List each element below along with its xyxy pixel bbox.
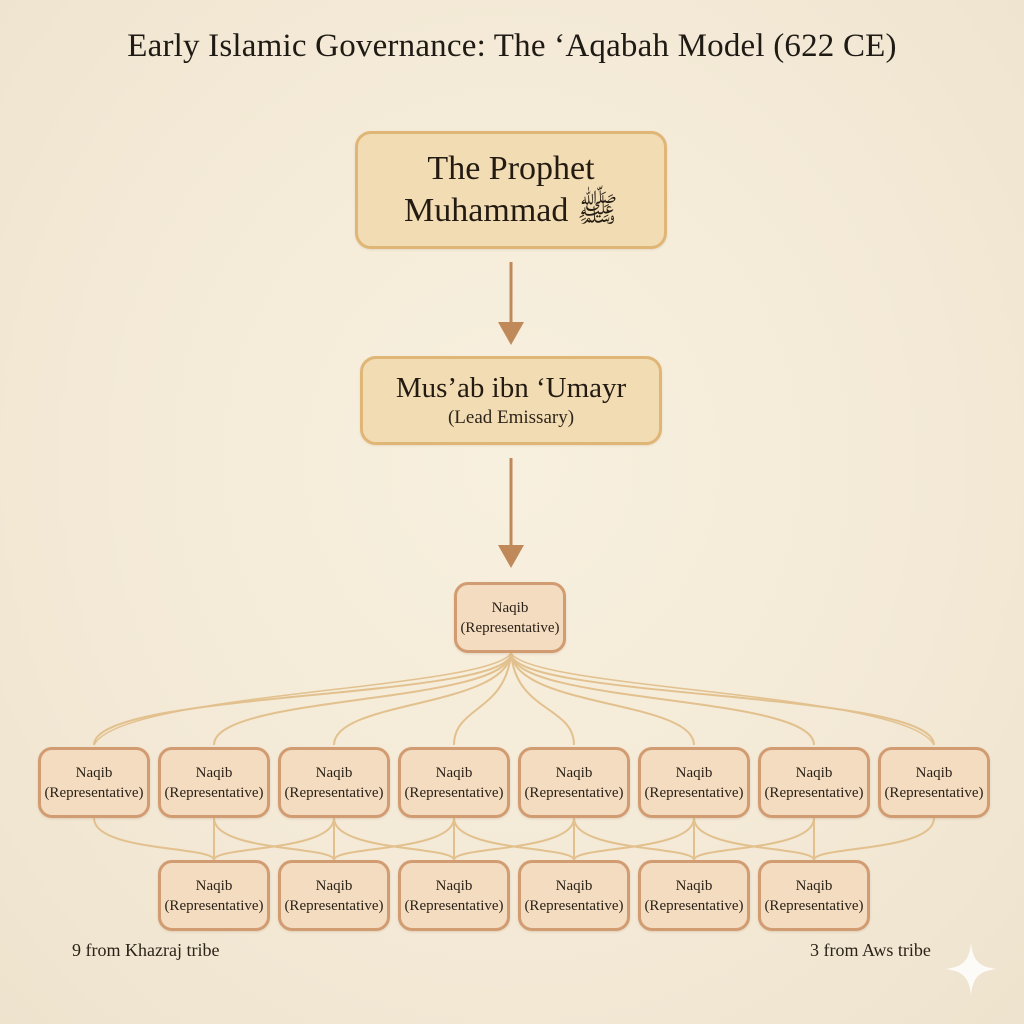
- naqib-role: (Representative): [460, 619, 560, 636]
- naqib-box: Naqib (Representative): [518, 860, 630, 931]
- naqib-role: (Representative): [44, 784, 144, 801]
- naqib-label: Naqib: [675, 764, 713, 781]
- naqib-role: (Representative): [644, 897, 744, 914]
- naqib-role: (Representative): [404, 784, 504, 801]
- naqib-label: Naqib: [915, 764, 953, 781]
- naqib-role: (Representative): [524, 897, 624, 914]
- naqib-label: Naqib: [491, 599, 529, 616]
- sparkle-icon: [945, 943, 997, 995]
- naqib-role: (Representative): [284, 784, 384, 801]
- emissary-box: Mus’ab ibn ‘Umayr (Lead Emissary): [360, 356, 662, 445]
- naqib-label: Naqib: [795, 877, 833, 894]
- naqib-role: (Representative): [764, 784, 864, 801]
- row-connectors: [93, 817, 935, 861]
- khazraj-note: 9 from Khazraj tribe: [72, 940, 220, 960]
- naqib-box: Naqib (Representative): [638, 860, 750, 931]
- naqib-label: Naqib: [435, 877, 473, 894]
- naqib-box: Naqib (Representative): [398, 747, 510, 818]
- naqib-role: (Representative): [164, 784, 264, 801]
- naqib-box: Naqib (Representative): [278, 860, 390, 931]
- naqib-box: Naqib (Representative): [758, 747, 870, 818]
- naqib-label: Naqib: [195, 764, 233, 781]
- emissary-role: (Lead Emissary): [447, 406, 575, 428]
- naqib-box: Naqib (Representative): [518, 747, 630, 818]
- naqib-box: Naqib (Representative): [158, 747, 270, 818]
- naqib-role: (Representative): [404, 897, 504, 914]
- naqib-role: (Representative): [644, 784, 744, 801]
- naqib-label: Naqib: [435, 764, 473, 781]
- naqib-role: (Representative): [164, 897, 264, 914]
- naqib-label: Naqib: [315, 877, 353, 894]
- naqib-role: (Representative): [524, 784, 624, 801]
- fan-connectors: [93, 652, 935, 746]
- leader-box: The Prophet Muhammad ﷺ: [355, 131, 667, 249]
- leader-line1: The Prophet: [427, 150, 595, 187]
- naqib-label: Naqib: [75, 764, 113, 781]
- naqib-label: Naqib: [195, 877, 233, 894]
- naqib-box: Naqib (Representative): [638, 747, 750, 818]
- naqib-label: Naqib: [795, 764, 833, 781]
- naqib-label: Naqib: [675, 877, 713, 894]
- arrow-emissary-to-naqib: [498, 458, 524, 568]
- emissary-name: Mus’ab ibn ‘Umayr: [395, 371, 627, 404]
- diagram-title: Early Islamic Governance: The ‘Aqabah Mo…: [127, 28, 897, 64]
- naqib-box: Naqib (Representative): [878, 747, 990, 818]
- naqib-role: (Representative): [764, 897, 864, 914]
- naqib-role: (Representative): [884, 784, 984, 801]
- naqib-box: Naqib (Representative): [278, 747, 390, 818]
- naqib-box: Naqib (Representative): [758, 860, 870, 931]
- leader-line2: Muhammad ﷺ: [404, 192, 618, 229]
- naqib-label: Naqib: [555, 764, 593, 781]
- naqib-box: Naqib (Representative): [38, 747, 150, 818]
- naqib-role: (Representative): [284, 897, 384, 914]
- aws-note: 3 from Aws tribe: [810, 940, 931, 960]
- naqib-label: Naqib: [315, 764, 353, 781]
- naqib-head-box: Naqib (Representative): [454, 582, 566, 653]
- naqib-box: Naqib (Representative): [398, 860, 510, 931]
- naqib-label: Naqib: [555, 877, 593, 894]
- naqib-box: Naqib (Representative): [158, 860, 270, 931]
- arrow-leader-to-emissary: [498, 262, 524, 345]
